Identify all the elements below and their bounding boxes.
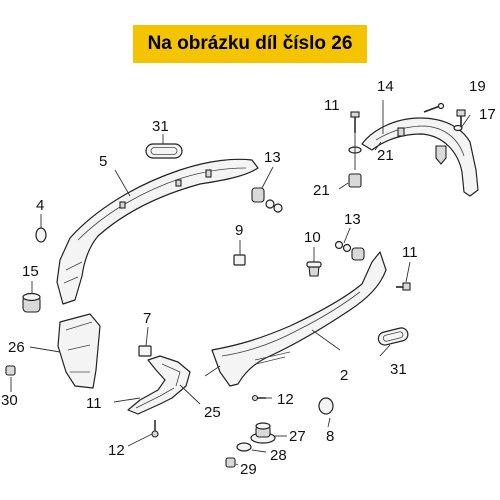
part-19-bolt xyxy=(456,109,466,126)
callout-13-right: 13 xyxy=(344,211,361,228)
callout-26: 26 xyxy=(8,339,25,356)
callout-5: 5 xyxy=(99,153,107,170)
part-21-clip-lower xyxy=(348,173,362,188)
callout-14: 14 xyxy=(377,78,394,95)
callout-8: 8 xyxy=(326,428,334,445)
callout-10: 10 xyxy=(304,229,321,246)
part-14-rear-carrier xyxy=(361,117,479,197)
part-2-right-rail xyxy=(211,251,387,387)
part-8-grommet xyxy=(318,397,334,415)
part-26-side-cover xyxy=(57,313,101,389)
part-25-lower-bracket xyxy=(127,355,191,415)
part-10-clip xyxy=(306,261,322,277)
carrier-mount-bolt xyxy=(423,102,445,113)
part-27-grommet xyxy=(250,422,276,444)
part-7-bracket xyxy=(138,345,152,357)
callout-9: 9 xyxy=(235,222,243,239)
callout-21-lower: 21 xyxy=(313,182,330,199)
callout-19: 19 xyxy=(469,78,486,95)
part-31-upper-reflector xyxy=(145,143,183,159)
callout-25: 25 xyxy=(204,404,221,421)
callout-28: 28 xyxy=(270,447,287,464)
part-9-clip-nut xyxy=(233,254,246,266)
part-13-right-bushing xyxy=(334,240,365,261)
banner-text: Na obrázku díl číslo 26 xyxy=(147,33,353,54)
callout-13-upper: 13 xyxy=(264,149,281,166)
callout-11-lower: 11 xyxy=(86,395,102,412)
part-17-washer xyxy=(453,124,463,132)
callout-labels: 31 5 4 15 26 30 13 9 21 11 14 19 17 21 1… xyxy=(1,78,496,478)
part-28-spacer xyxy=(236,442,252,452)
callout-7: 7 xyxy=(143,310,151,327)
callout-11-right: 11 xyxy=(402,244,418,261)
callout-4: 4 xyxy=(36,197,44,214)
callout-17: 17 xyxy=(479,106,496,123)
callout-31-right: 31 xyxy=(390,361,407,378)
part-30-nut xyxy=(5,365,16,376)
callout-21-upper: 21 xyxy=(377,147,394,164)
callout-31-upper: 31 xyxy=(152,118,169,135)
leader-lines xyxy=(10,100,471,466)
part-11-right-screw xyxy=(396,282,411,291)
part-number-banner: Na obrázku díl číslo 26 xyxy=(133,25,367,63)
callout-12-lower: 12 xyxy=(108,442,125,459)
part-15-rubber-buffer xyxy=(22,292,41,313)
part-4-grommet xyxy=(35,227,47,243)
part-13-upper-bushing xyxy=(251,187,283,213)
callout-15: 15 xyxy=(22,263,39,280)
part-31-right-reflector xyxy=(377,327,409,346)
callout-30: 30 xyxy=(1,392,18,409)
part-12-lower-screw xyxy=(151,420,159,438)
callout-12-middle: 12 xyxy=(277,391,294,408)
callout-27: 27 xyxy=(289,428,306,445)
callout-29: 29 xyxy=(240,461,257,478)
part-29-nut xyxy=(225,457,236,468)
part-5-left-rail xyxy=(56,158,259,305)
callout-2: 2 xyxy=(340,367,348,384)
callout-11-upper: 11 xyxy=(324,97,340,114)
